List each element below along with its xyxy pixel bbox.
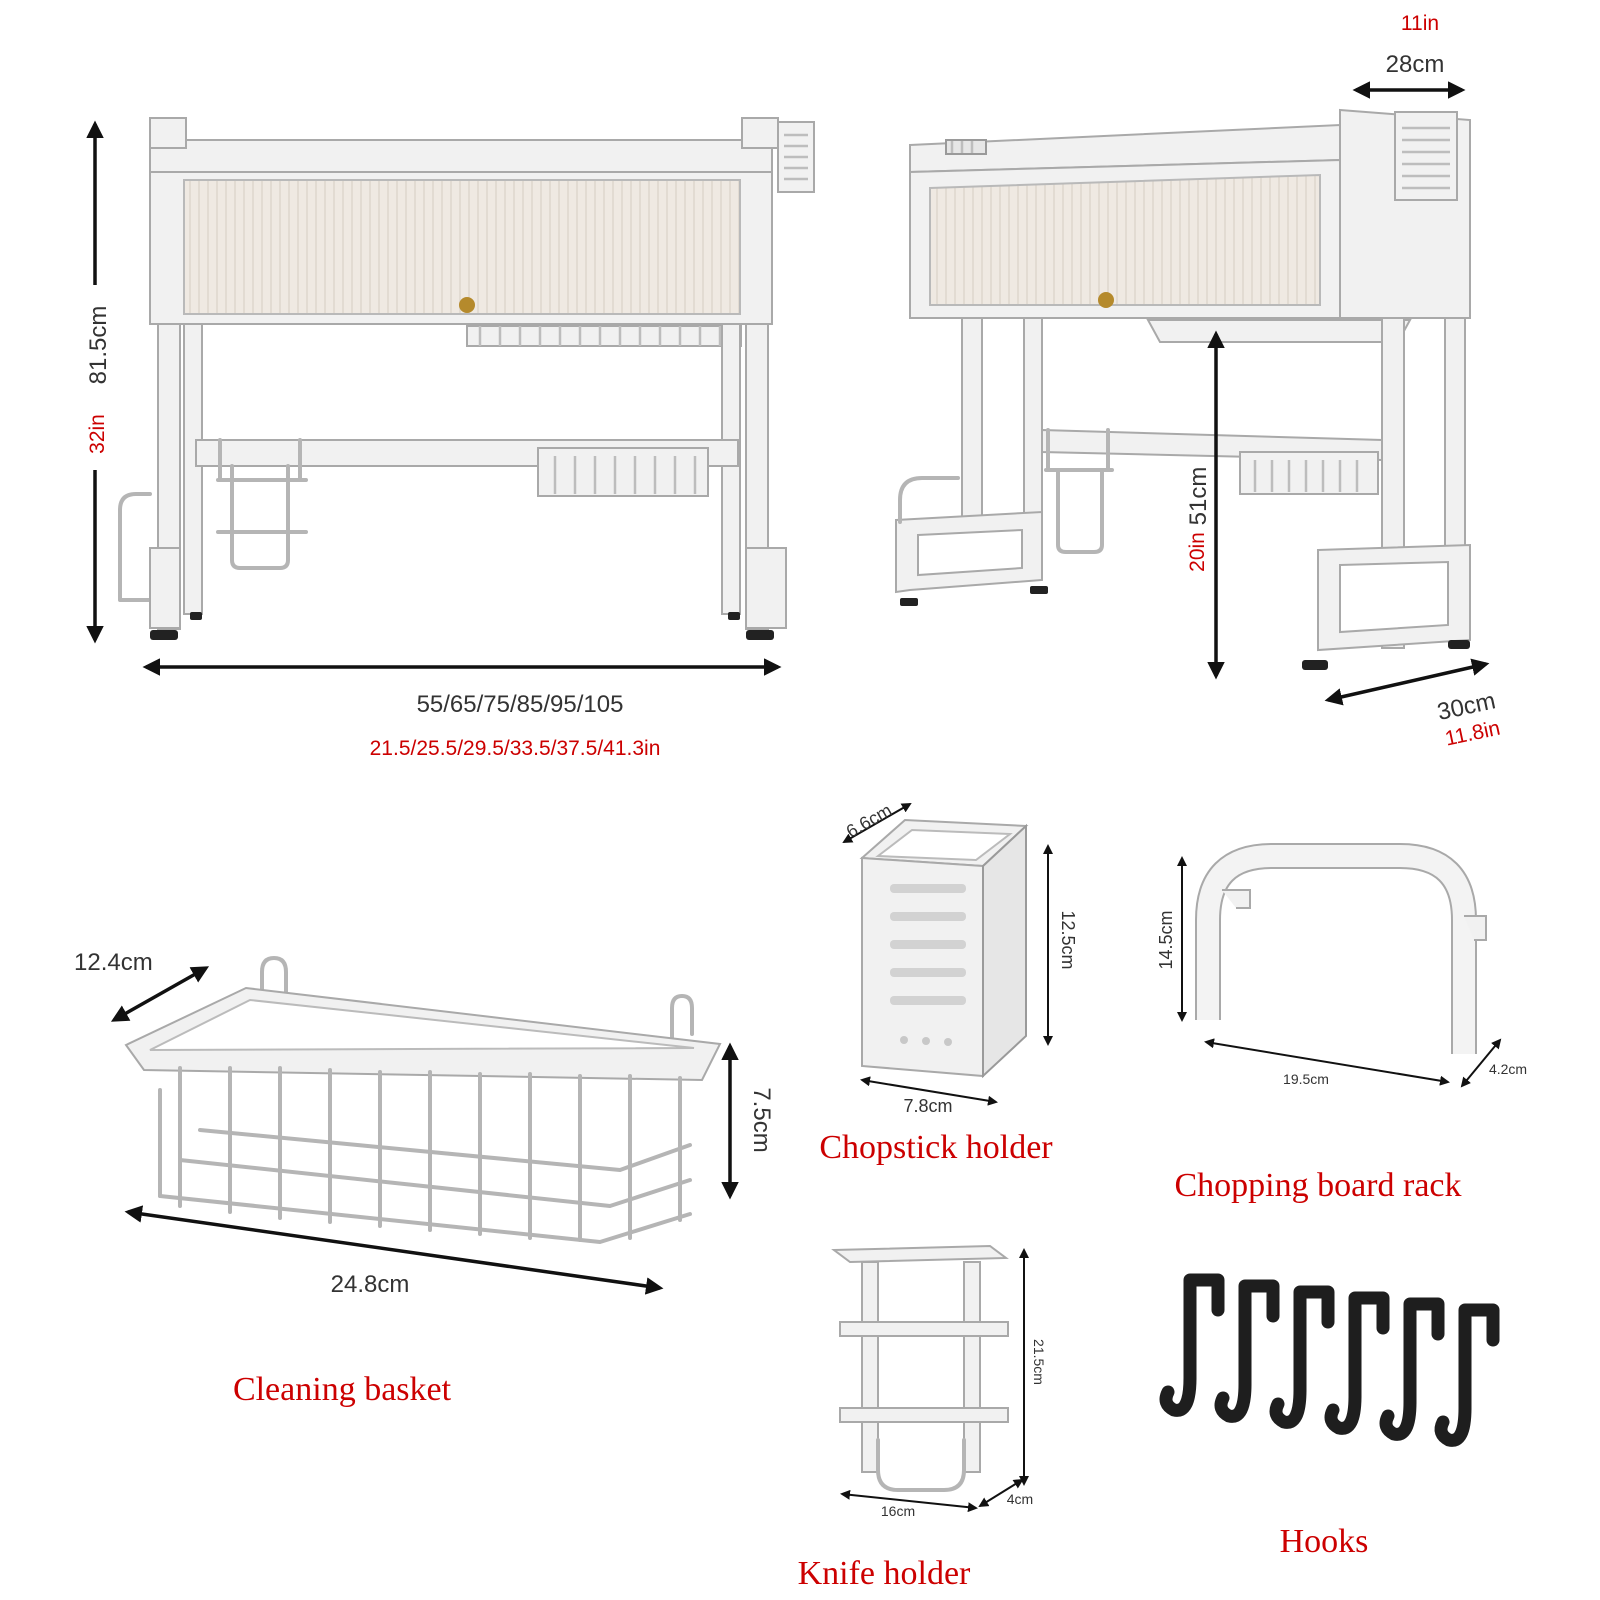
cleaning-basket-caption: Cleaning basket <box>233 1371 452 1408</box>
brass-knob <box>459 297 475 313</box>
chopstick-height-label: 12.5cm <box>1058 910 1078 969</box>
main-width-in-label: 21.5/25.5/29.5/33.5/37.5/41.3in <box>370 737 661 760</box>
hook-6 <box>1434 1303 1500 1447</box>
chopstick-holder-caption: Chopstick holder <box>819 1129 1053 1166</box>
chopstick-depth-arrow <box>842 803 912 843</box>
main-height-cm-label: 81.5cm <box>85 306 112 385</box>
knife-holder-caption: Knife holder <box>798 1555 971 1592</box>
knife-holder-illustration <box>831 1244 1009 1492</box>
cleaning-basket-illustration <box>124 956 722 1244</box>
knife-height-label: 21.5cm <box>1031 1339 1047 1385</box>
hook-1 <box>1159 1273 1225 1417</box>
basket-length-label: 24.8cm <box>331 1271 410 1298</box>
side-top-width-cm-label: 28cm <box>1386 51 1445 78</box>
side-brass-knob <box>1098 292 1114 308</box>
side-clearance-cm-label: 51cm <box>1185 467 1212 526</box>
chopstick-width-arrow <box>860 1076 998 1106</box>
chopstick-holder-illustration <box>859 818 1029 1079</box>
board-rack-width-arrow <box>1204 1038 1450 1086</box>
knife-width-label: 16cm <box>881 1503 915 1519</box>
board-rack-depth-arrow <box>1460 1038 1502 1088</box>
knife-slot-block <box>777 121 815 193</box>
basket-wires <box>158 1066 692 1244</box>
chopping-board-rack-illustration <box>1195 843 1487 1054</box>
basket-height-label: 7.5cm <box>748 1087 775 1152</box>
knife-width-arrow <box>840 1489 978 1513</box>
hook-5 <box>1379 1297 1445 1441</box>
side-view-illustration <box>895 108 1471 670</box>
hook-2 <box>1214 1279 1280 1423</box>
side-top-width-in-label: 11in <box>1401 12 1439 35</box>
main-width-cm-label: 55/65/75/85/95/105 <box>417 691 624 718</box>
hooks-illustration <box>1159 1273 1500 1447</box>
basket-length-arrow <box>124 1205 664 1295</box>
hooks-caption: Hooks <box>1280 1523 1369 1560</box>
side-depth-arrow <box>1324 658 1490 706</box>
basket-depth-arrow <box>110 966 210 1022</box>
chopping-board-rack-caption: Chopping board rack <box>1174 1167 1461 1204</box>
main-rack-illustration <box>118 117 815 640</box>
board-rack-width-label: 19.5cm <box>1283 1071 1329 1087</box>
chopstick-width-label: 7.8cm <box>903 1096 952 1116</box>
knife-depth-label: 4cm <box>1007 1491 1033 1507</box>
basket-depth-label: 12.4cm <box>74 949 153 976</box>
main-height-in-label: 32in <box>86 414 109 454</box>
hook-3 <box>1269 1285 1335 1429</box>
cup-basket <box>466 325 742 347</box>
side-knife-slot-block <box>1394 111 1458 201</box>
side-clearance-in-label: 20in <box>1186 532 1209 572</box>
board-rack-height-label: 14.5cm <box>1156 910 1176 969</box>
hook-4 <box>1324 1291 1390 1435</box>
knife-depth-arrow <box>978 1478 1024 1508</box>
board-rack-depth-label: 4.2cm <box>1489 1061 1527 1077</box>
